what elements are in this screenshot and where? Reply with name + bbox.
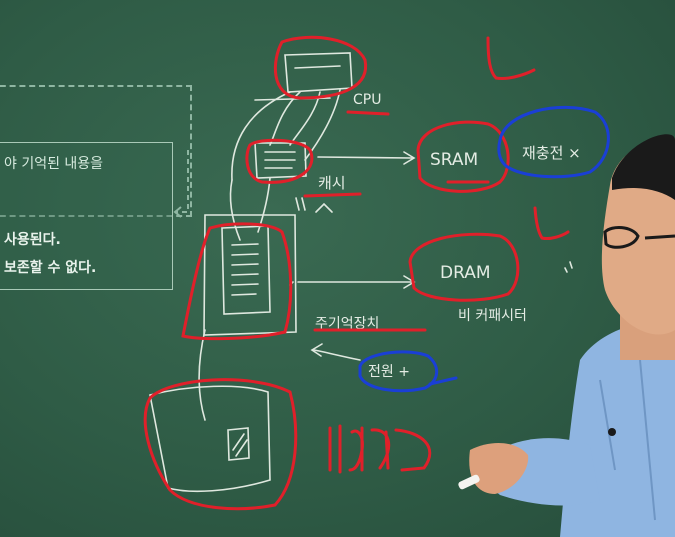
panel-text-line-3: 보존할 수 없다. [4,260,97,276]
recharge-blue-circle [497,105,610,179]
panel-text-line-1: 야 기억된 내용을 [4,156,104,172]
hand [469,443,529,494]
main-memory-red-circle [181,222,293,341]
sram-label: SRAM [430,150,478,170]
main-memory-label: 주기억장치 [315,316,379,332]
recharge-label: 재충전 × [522,144,581,162]
power-label: 전원 + [368,364,410,380]
power-blue-circle [358,350,439,393]
cache-red-circle [245,138,314,184]
dram-red-circle [408,232,520,302]
glasses [603,226,675,249]
dram-label: DRAM [440,263,491,283]
red-checkmark-mid [533,206,570,240]
main-memory-frame [203,214,297,336]
sram-red-circle [416,120,510,193]
hair [612,134,675,200]
chalk-piece [458,474,480,490]
cpu-label: CPU [353,92,381,108]
slide-text-panel: 야 기억된 내용을 사용된다. 보존할 수 없다. [0,142,173,290]
hdd-drawing [149,385,271,493]
red-checkmark-top [486,36,536,80]
capacitor-label: 비 커패시터 [458,308,527,324]
panel-text-line-2: 사용된다. [4,232,61,248]
hdd-marker-label [328,424,432,474]
cache-box [254,142,307,179]
dashed-outline-box [0,85,192,217]
memory-chip [221,225,271,315]
microphone [608,428,616,436]
hdd-red-circle [143,378,298,511]
cache-label: 캐시 [318,174,346,192]
cpu-red-circle [273,35,368,100]
